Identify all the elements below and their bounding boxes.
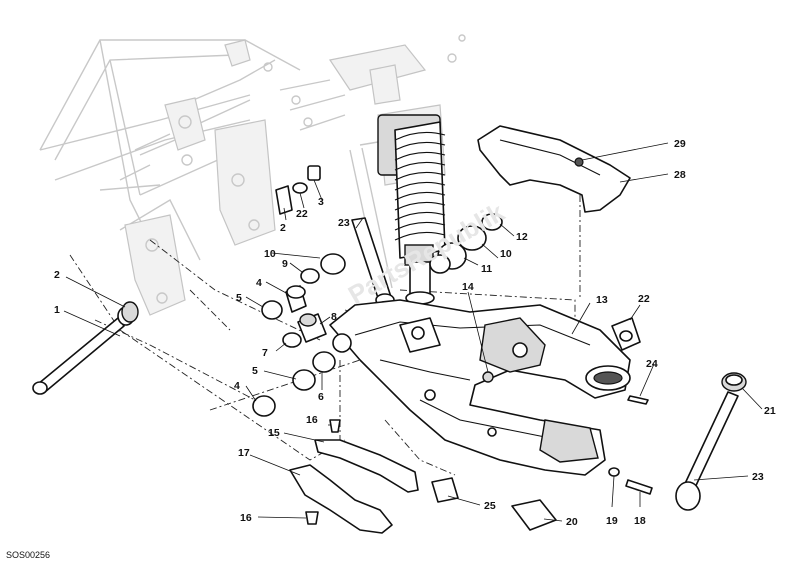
reference-code: SOS00256	[6, 550, 50, 560]
callout-7: 7	[262, 347, 268, 359]
callout-4-lower: 4	[234, 380, 240, 392]
callout-12: 12	[516, 231, 528, 243]
callout-10-left: 10	[264, 248, 276, 260]
callout-17: 17	[238, 447, 250, 459]
callout-28: 28	[674, 169, 686, 181]
callout-26: 24	[646, 358, 658, 370]
callout-29: 29	[674, 138, 686, 150]
callout-1: 1	[54, 304, 60, 316]
callout-18: 18	[634, 515, 646, 527]
callout-27: 25	[484, 500, 496, 512]
callout-5-upper: 5	[236, 292, 242, 304]
swingarm	[329, 299, 631, 476]
callout-16-lower: 16	[240, 512, 252, 524]
callout-21: 21	[764, 405, 776, 417]
callout-19: 19	[606, 515, 618, 527]
callout-25: 23	[338, 217, 350, 229]
leader-lines	[63, 142, 763, 522]
callout-20: 20	[566, 516, 578, 528]
rear-shock-absorber	[377, 114, 446, 305]
callout-labels: 2 1 2 22 3 23 10 9 4 5 7 8 5 4 6 10 11 1…	[54, 138, 776, 528]
callout-22: 22	[638, 293, 650, 305]
callout-2-upper: 2	[280, 222, 286, 234]
callout-4-upper: 4	[256, 277, 262, 289]
callout-3: 3	[318, 196, 324, 208]
callout-6: 6	[318, 391, 324, 403]
callout-15: 15	[268, 427, 280, 439]
callout-10-right: 10	[500, 248, 512, 260]
callout-9: 9	[282, 258, 288, 270]
callout-5-lower: 5	[252, 365, 258, 377]
callout-14: 14	[462, 281, 474, 293]
callout-23: 23	[752, 471, 764, 483]
callout-8: 8	[331, 311, 337, 323]
chain-slider	[289, 464, 393, 534]
callout-16-upper: 16	[306, 414, 318, 426]
bearings-and-spacers	[121, 165, 653, 531]
callout-24: 22	[296, 208, 308, 220]
callout-2-left: 2	[54, 269, 60, 281]
pivot-shaft-right	[675, 372, 747, 511]
callout-11: 11	[481, 263, 492, 275]
chain-guard-lower	[314, 439, 419, 493]
upper-chain-guard	[477, 125, 631, 213]
shock-spring	[394, 131, 446, 241]
callout-13: 13	[596, 294, 608, 306]
